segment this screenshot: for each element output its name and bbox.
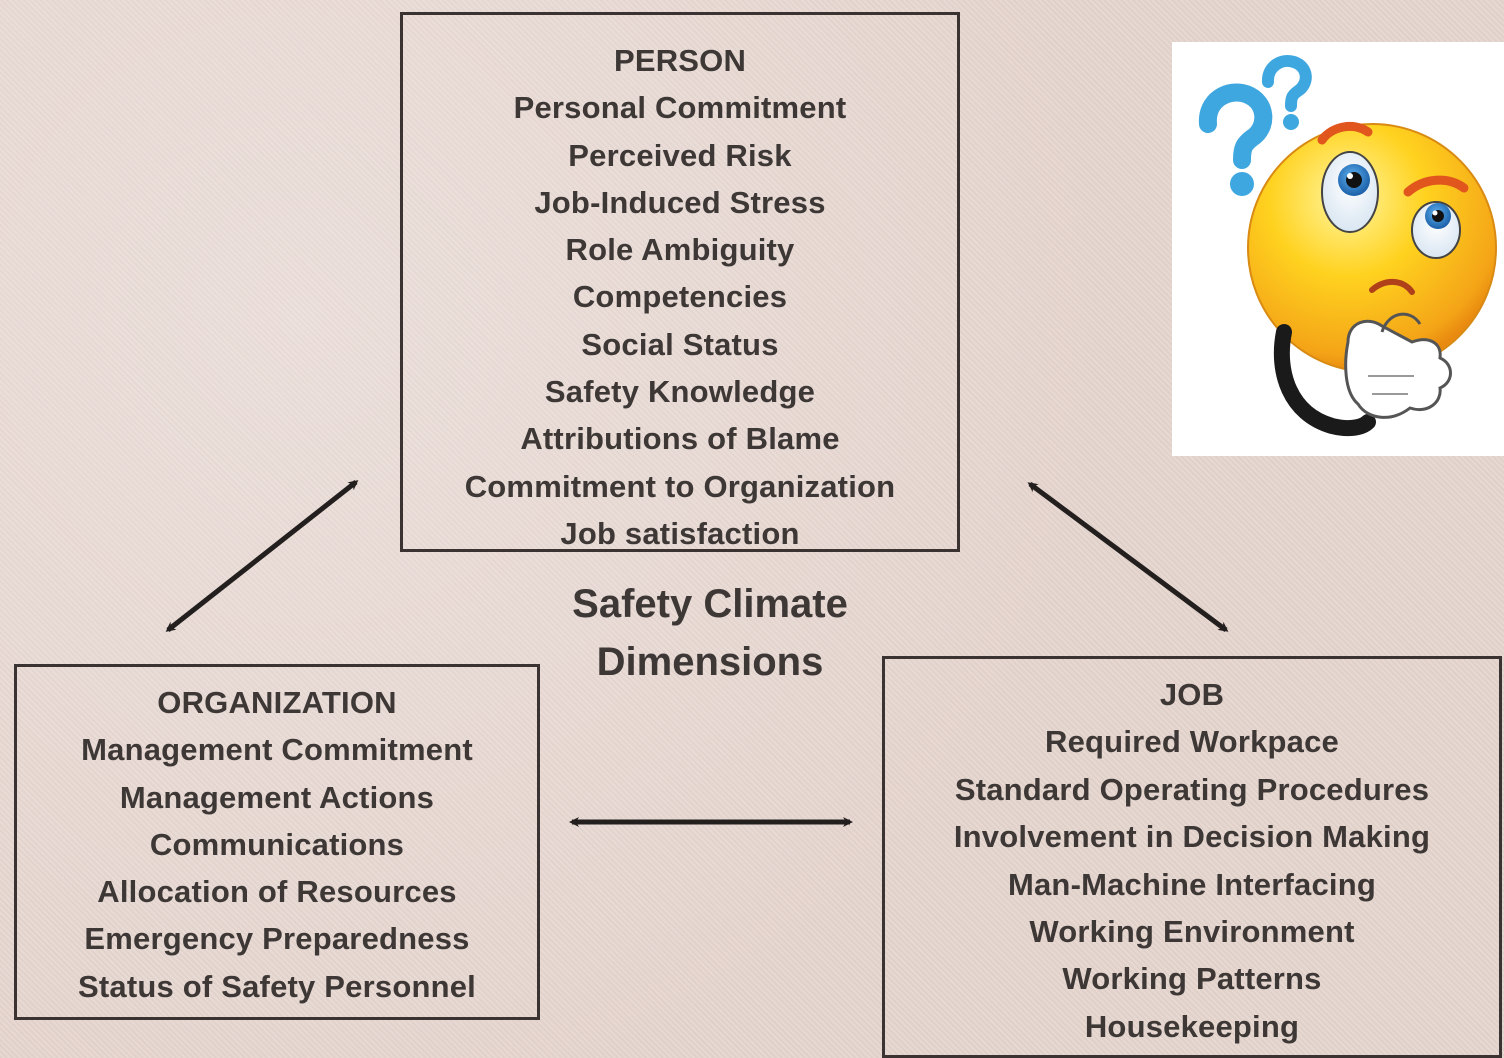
diagram-title-line-1: Safety Climate [572,582,848,626]
double-arrow-icon [1027,481,1229,633]
thinking-face-icon [1198,55,1497,437]
diagram-title-line-2: Dimensions [596,640,824,684]
person-item: Safety Knowledge [544,374,816,410]
job-item: Housekeeping [1084,1008,1300,1044]
person-box: PERSON Personal Commitment Perceived Ris… [400,12,960,552]
job-item: Involvement in Decision Making [953,819,1431,855]
organization-box: ORGANIZATION Management Commitment Manag… [14,664,540,1020]
person-item: Role Ambiguity [565,232,795,268]
person-item: Social Status [581,326,779,362]
person-item: Attributions of Blame [520,421,840,457]
person-item: Job satisfaction [560,515,800,551]
job-item: Man-Machine Interfacing [1007,866,1377,902]
diagram-title: Safety Climate Dimensions [520,575,900,691]
person-item: Perceived Risk [568,137,792,173]
organization-item: Communications [149,826,405,862]
organization-item: Emergency Preparedness [84,921,470,957]
organization-item: Management Actions [119,779,435,815]
job-item: Standard Operating Procedures [954,771,1430,807]
person-item: Personal Commitment [513,90,847,126]
job-item: Working Patterns [1062,961,1322,997]
job-box: JOB Required Workpace Standard Operating… [882,656,1502,1058]
question-mark-icon [1262,55,1312,130]
question-mark-icon [1198,83,1273,196]
thinking-face-panel [1172,42,1504,456]
person-item: Commitment to Organization [464,468,896,504]
person-item: Job-Induced Stress [534,184,826,220]
job-item: Working Environment [1029,914,1355,950]
organization-item: Allocation of Resources [97,874,457,910]
job-item: Required Workpace [1045,724,1339,760]
organization-item: Status of Safety Personnel [78,968,476,1004]
person-title: PERSON [613,43,747,78]
person-item: Competencies [572,279,788,315]
organization-item: Management Commitment [81,732,473,768]
organization-title: ORGANIZATION [157,685,397,720]
job-title: JOB [1159,677,1225,712]
double-arrow-icon [165,480,359,632]
